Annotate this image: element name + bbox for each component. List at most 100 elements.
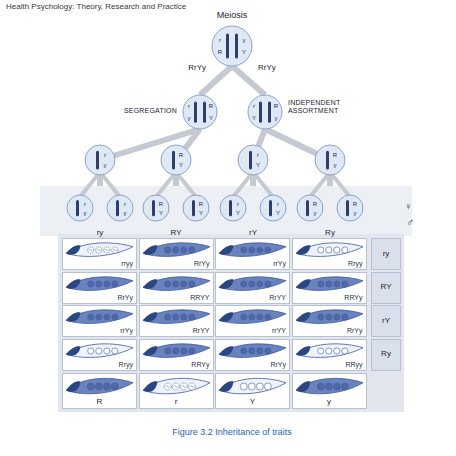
cell-membrane (183, 95, 217, 129)
pod-shell (296, 310, 363, 324)
pod-stem (296, 245, 311, 255)
gamete-label: Ry (325, 229, 335, 238)
cell-membrane (238, 145, 268, 175)
wrinkle (89, 249, 93, 251)
pea (104, 247, 110, 253)
genotype-label: RrYy (117, 294, 133, 302)
allele-letter: r (253, 103, 255, 109)
gamete-band (40, 186, 412, 236)
pea (188, 383, 195, 390)
genotype-label: RRYY (190, 294, 209, 302)
pea (256, 383, 263, 390)
pea (341, 280, 347, 286)
male-symbol: ♂ (406, 217, 414, 228)
division-line (156, 172, 176, 197)
cell-membrane (183, 195, 209, 221)
cell-membrane (107, 195, 133, 221)
meiosis-cell: INDEPENDENT ASSORTMENT (248, 95, 282, 129)
pea-pod (216, 340, 289, 362)
pea (333, 347, 339, 353)
genotype-label: rrYy (120, 327, 133, 335)
allele-letter: r (257, 152, 259, 158)
punnett-cell: Rryy (292, 238, 367, 270)
division-line (253, 172, 273, 197)
pea (172, 280, 178, 286)
pea (180, 347, 186, 353)
pea (88, 314, 94, 320)
wrinkle (173, 386, 177, 388)
genotype-label: RRYy (191, 361, 209, 369)
pea (164, 280, 170, 286)
cell-circle (238, 145, 268, 175)
cell-circle (297, 195, 323, 221)
cell-circle (248, 95, 282, 129)
pod-shell (219, 378, 286, 393)
cell-membrane (67, 195, 93, 221)
pea (112, 314, 118, 320)
pod-stem (66, 245, 81, 255)
allele-label: R (97, 398, 103, 407)
diagram-title: Meiosis (217, 11, 248, 20)
pea (112, 247, 118, 253)
allele-letter: Y (199, 210, 203, 216)
gamete-label: rY (382, 317, 390, 326)
wrinkle (250, 249, 254, 251)
wrinkle (113, 249, 117, 251)
allele-letter: y (354, 210, 357, 216)
genotype-label: rrYY (272, 327, 286, 335)
pea (103, 383, 110, 390)
allele-letter: y (243, 37, 246, 43)
cell-membrane (315, 145, 345, 175)
punnett-cell: RrYy (215, 339, 290, 371)
trait-box: y (292, 373, 367, 409)
allele-letter: R (159, 201, 163, 207)
pea (172, 347, 178, 353)
pea (241, 347, 247, 353)
cell-membrane (143, 195, 169, 221)
trait-box: R (62, 373, 137, 409)
chromosome (152, 200, 155, 216)
allele-letter: R (333, 152, 337, 158)
chromosome (326, 151, 329, 170)
punnett-cell: RRyy (292, 339, 367, 371)
pea (249, 280, 255, 286)
chromosome (192, 200, 195, 216)
pod-shell (143, 276, 210, 290)
pea (333, 280, 339, 286)
pea (96, 314, 102, 320)
gamete-pair: ry (58, 190, 142, 238)
pea (88, 247, 94, 253)
punnett-cell: RrYY (215, 272, 290, 304)
wrinkle (165, 386, 169, 388)
cell-circle (161, 145, 191, 175)
pea (172, 247, 178, 253)
pea-pod (216, 239, 289, 261)
pea (188, 314, 194, 320)
allele-letter: y (334, 162, 337, 168)
pea (257, 247, 263, 253)
allele-letter: R (353, 201, 357, 207)
pod-shell (143, 378, 210, 393)
pod-shell (296, 243, 363, 257)
chromosome (346, 200, 349, 216)
allele-label: Y (250, 398, 255, 407)
grid-frame (58, 234, 404, 412)
pea (248, 383, 255, 390)
pod-shell (219, 310, 286, 324)
trait-box: Y (215, 373, 290, 409)
gamete-label: Ry (381, 350, 391, 359)
allele-letter: r (124, 201, 126, 207)
allele-letter: r (188, 103, 190, 109)
pod-shell (143, 310, 210, 324)
chromosome (268, 101, 271, 122)
allele-letter: r (84, 201, 86, 207)
allele-letter: Y (252, 115, 256, 121)
pea (180, 314, 186, 320)
pod-stem (219, 381, 234, 392)
cell-membrane (260, 195, 286, 221)
chromosome (226, 34, 229, 59)
running-header: Health Psychology: Theory, Research and … (6, 3, 186, 11)
pea (257, 314, 263, 320)
pea (164, 247, 170, 253)
pea (265, 247, 271, 253)
